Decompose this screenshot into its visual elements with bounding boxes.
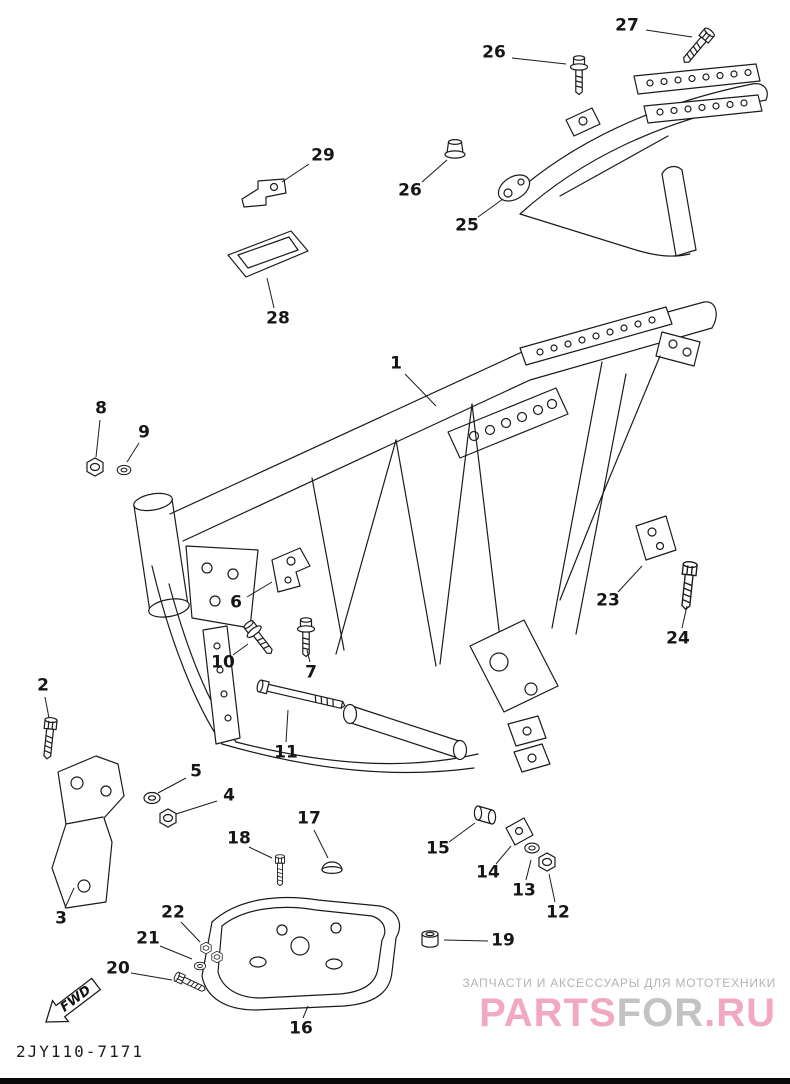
part-callout-26a[interactable]: 26 — [482, 42, 506, 63]
fasteners — [40, 26, 717, 995]
part-callout-1[interactable]: 1 — [390, 353, 402, 374]
part-callout-6[interactable]: 6 — [230, 592, 242, 613]
part-callout-12[interactable]: 12 — [546, 902, 570, 923]
part-callout-22[interactable]: 22 — [161, 902, 185, 923]
part-callout-5[interactable]: 5 — [190, 761, 202, 782]
bolt-24 — [677, 560, 699, 611]
part-callout-15[interactable]: 15 — [426, 838, 450, 859]
fwd-arrow: FWD — [45, 977, 102, 1023]
watermark-tagline: ЗАПЧАСТИ И АКСЕССУАРЫ ДЛЯ МОТОТЕХНИКИ — [462, 976, 776, 990]
washer-13 — [524, 842, 540, 854]
part-callout-27[interactable]: 27 — [615, 15, 639, 36]
bolt-26 — [569, 55, 589, 96]
part-callout-8[interactable]: 8 — [95, 398, 107, 419]
part-callout-23[interactable]: 23 — [596, 590, 620, 611]
washer-5 — [143, 791, 161, 805]
watermark-brand-for: FOR — [616, 991, 705, 1035]
washer-21 — [193, 961, 207, 971]
part-callout-28[interactable]: 28 — [266, 308, 290, 329]
part-callout-9[interactable]: 9 — [138, 422, 150, 443]
part-callout-7[interactable]: 7 — [305, 662, 317, 683]
part-callout-24[interactable]: 24 — [666, 628, 690, 649]
nut-26 — [444, 139, 466, 159]
bolt-7 — [296, 617, 316, 658]
part-callout-4[interactable]: 4 — [223, 785, 235, 806]
part-callout-25[interactable]: 25 — [455, 215, 479, 236]
part-callout-21[interactable]: 21 — [136, 928, 160, 949]
part-callout-10[interactable]: 10 — [211, 652, 235, 673]
watermark-brand-ru: .RU — [704, 991, 776, 1035]
part-callout-19[interactable]: 19 — [491, 930, 515, 951]
leader-lines — [44, 29, 693, 1019]
part-callout-13[interactable]: 13 — [512, 880, 536, 901]
part-callout-29[interactable]: 29 — [311, 145, 335, 166]
bolt-10 — [239, 616, 279, 660]
nut-22b — [211, 950, 223, 964]
pivot-bolt-11 — [256, 679, 346, 710]
nut-4 — [159, 808, 177, 828]
bolt-18 — [275, 854, 285, 887]
diagram-code: 2JY110-7171 — [16, 1042, 144, 1061]
bolt-2 — [40, 716, 58, 761]
part-callout-17[interactable]: 17 — [297, 808, 321, 829]
nut-12 — [538, 852, 556, 872]
frame-structure — [51, 63, 768, 1011]
part-callout-26b[interactable]: 26 — [398, 180, 422, 201]
part-callout-20[interactable]: 20 — [106, 958, 130, 979]
washer-9 — [116, 464, 132, 476]
watermark-brand-parts: PARTS — [479, 991, 617, 1035]
bottom-border — [0, 1078, 790, 1084]
part-callout-3[interactable]: 3 — [55, 908, 67, 929]
part-callout-2[interactable]: 2 — [37, 675, 49, 696]
nut-22a — [200, 941, 212, 955]
watermark-brand: PARTSFOR.RU — [462, 993, 776, 1033]
part-callout-14[interactable]: 14 — [476, 862, 500, 883]
watermark: ЗАПЧАСТИ И АКСЕССУАРЫ ДЛЯ МОТОТЕХНИКИ PA… — [462, 976, 776, 1033]
bolt-27 — [679, 26, 717, 67]
part-callout-16[interactable]: 16 — [289, 1018, 313, 1039]
nut-8 — [86, 457, 104, 477]
part-callout-11[interactable]: 11 — [274, 742, 298, 763]
part-callout-18[interactable]: 18 — [227, 828, 251, 849]
